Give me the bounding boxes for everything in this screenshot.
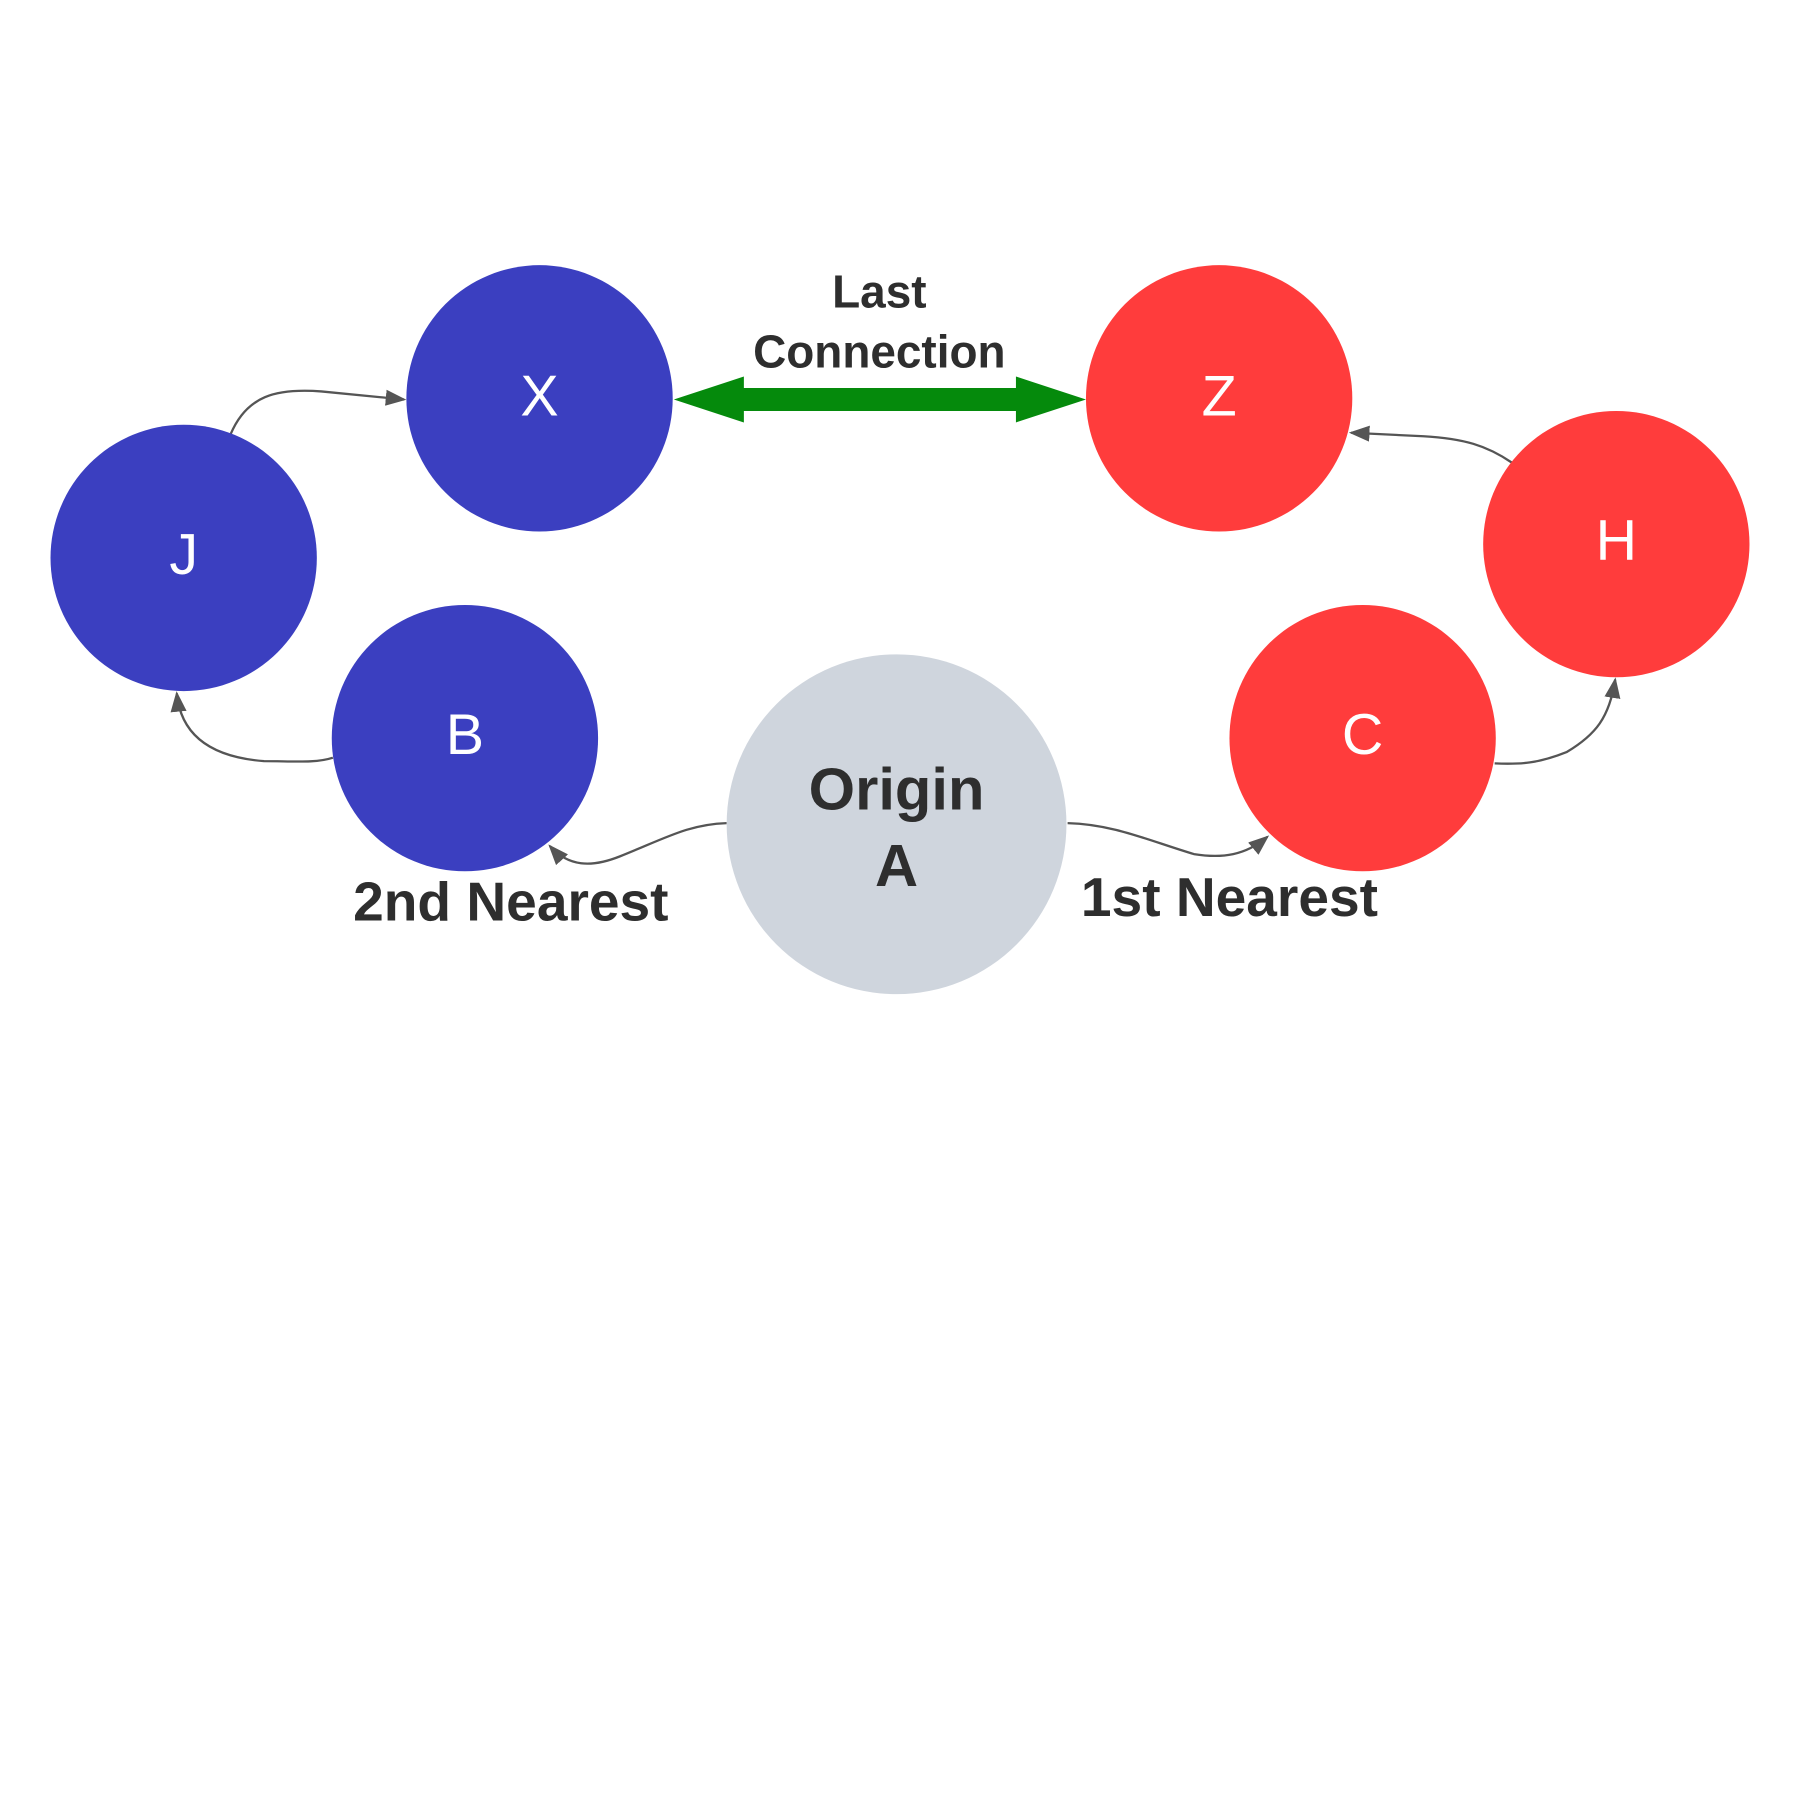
- edge-j-to-x: [229, 389, 407, 435]
- last-connection-label-line1: Last: [832, 266, 926, 318]
- edge-origin-to-c: [1067, 821, 1270, 858]
- node-j[interactable]: J: [50, 424, 317, 692]
- node-b[interactable]: B: [331, 604, 599, 872]
- node-j-label: J: [169, 523, 198, 587]
- node-b-label: B: [446, 703, 484, 767]
- node-c-label: C: [1342, 703, 1383, 767]
- edge-origin-to-b: [548, 821, 727, 866]
- node-x-label: X: [520, 365, 558, 429]
- edge-c-to-h: [1494, 677, 1621, 765]
- node-h-label: H: [1596, 509, 1637, 573]
- node-h[interactable]: H: [1483, 410, 1750, 678]
- node-z[interactable]: Z: [1085, 265, 1353, 532]
- edge-b-to-j: [170, 691, 334, 763]
- node-c[interactable]: C: [1229, 604, 1496, 872]
- node-x[interactable]: X: [406, 265, 673, 532]
- last-connection-double-arrow: [673, 376, 1086, 423]
- first-nearest-label: 1st Nearest: [1081, 866, 1378, 928]
- node-z-label: Z: [1202, 365, 1237, 429]
- node-origin-a[interactable]: Origin A: [726, 654, 1067, 995]
- last-connection-label-line2: Connection: [753, 325, 1005, 377]
- edge-h-to-z: [1348, 425, 1513, 464]
- second-nearest-label: 2nd Nearest: [353, 871, 668, 933]
- origin-id-label: A: [875, 832, 918, 899]
- origin-label: Origin: [809, 755, 985, 822]
